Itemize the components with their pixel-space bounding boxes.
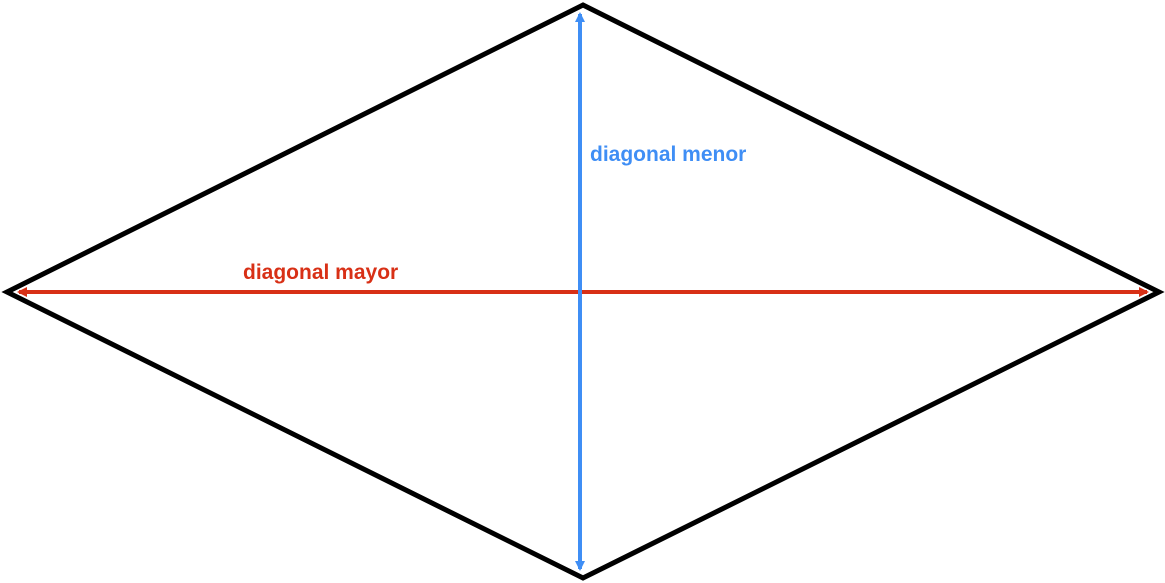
minor-diagonal-label: diagonal menor [590,143,747,166]
major-diagonal-label: diagonal mayor [243,261,399,284]
